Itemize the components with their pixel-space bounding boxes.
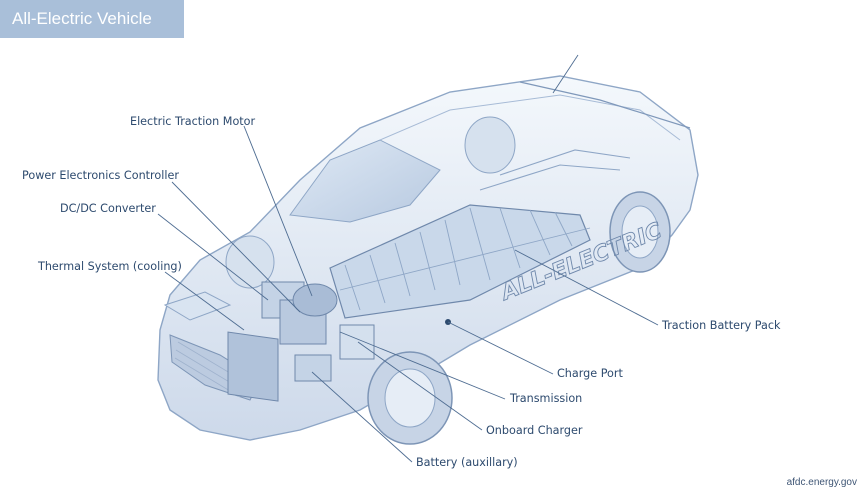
leader-pec <box>171 181 301 313</box>
leader-battery-pack <box>514 249 659 326</box>
leader-top <box>552 54 579 94</box>
leader-onboard-charger <box>357 341 483 431</box>
aux-battery <box>294 354 332 382</box>
page-title: All-Electric Vehicle <box>12 9 152 28</box>
leader-motor <box>243 125 313 297</box>
label-onboard-charger: Onboard Charger <box>486 424 583 437</box>
source-credit: afdc.energy.gov <box>786 477 857 488</box>
battery-pack <box>329 204 591 319</box>
leader-thermal <box>164 271 245 331</box>
label-battery-auxillary: Battery (auxillary) <box>416 456 518 469</box>
leader-transmission <box>339 331 506 400</box>
rear-wheel <box>609 191 671 273</box>
label-charge-port: Charge Port <box>557 367 623 380</box>
leader-aux-battery <box>311 371 413 463</box>
rear-wheel-far <box>464 116 516 174</box>
headlight <box>163 291 232 321</box>
car-illustration: ALL-ELECTRIC <box>157 75 699 445</box>
charger-box <box>339 324 375 360</box>
windshield <box>289 139 441 223</box>
rear-frame <box>479 149 631 191</box>
motor <box>292 283 338 317</box>
label-dcdc-converter: DC/DC Converter <box>60 202 156 215</box>
labels: Electric Traction Motor Power Electronic… <box>22 115 781 469</box>
rear-deck <box>519 81 691 129</box>
label-electric-traction-motor: Electric Traction Motor <box>130 115 256 128</box>
leader-lines <box>157 54 659 463</box>
leader-dcdc <box>157 213 269 301</box>
label-thermal-system: Thermal System (cooling) <box>37 260 182 273</box>
label-traction-battery-pack: Traction Battery Pack <box>661 319 781 332</box>
front-wheel <box>367 351 453 445</box>
label-transmission: Transmission <box>509 392 582 405</box>
roof-line <box>379 94 681 141</box>
thermal-radiator <box>227 331 279 402</box>
label-power-electronics-controller: Power Electronics Controller <box>22 169 179 182</box>
title-bar: All-Electric Vehicle <box>0 0 184 38</box>
leader-charge-port <box>447 321 554 375</box>
